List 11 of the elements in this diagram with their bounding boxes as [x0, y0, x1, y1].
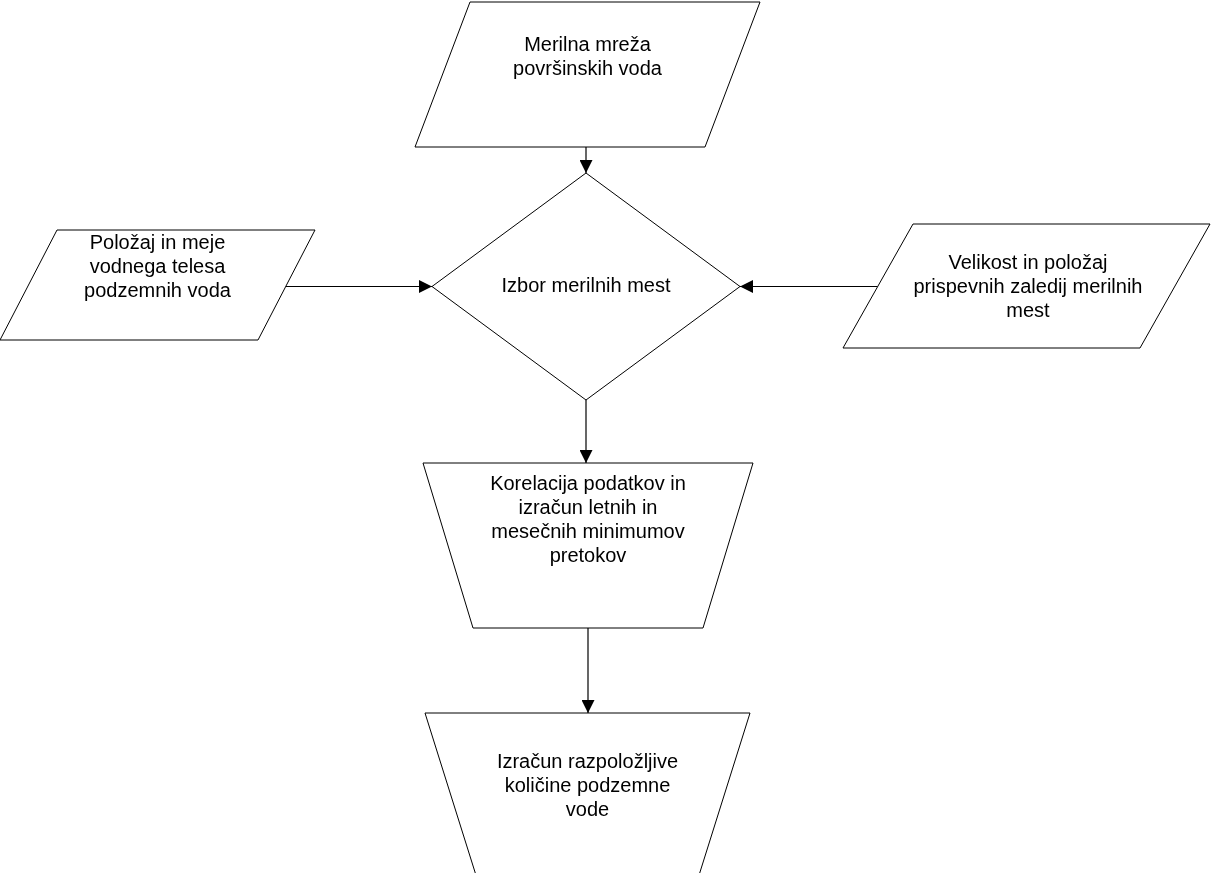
node-label: Velikost in položaj prispevnih zaledij merilnih mest: [913, 250, 1143, 322]
node-label: Korelacija podatkov in izračun letnih in mesečnih minimumov pretokov: [489, 471, 687, 567]
arrow: [579, 399, 593, 464]
arrow: [739, 280, 879, 293]
arrow: [581, 627, 595, 714]
node-label: Izračun razpoložljive količine podzemne vode: [495, 749, 680, 821]
arrow: [285, 280, 433, 293]
node-label: Merilna mreža površinskih voda: [512, 32, 663, 80]
arrow: [579, 146, 593, 174]
node-label: Položaj in meje vodnega telesa podzemnih voda: [83, 230, 232, 302]
node-label: Izbor merilnih mest: [500, 273, 672, 297]
